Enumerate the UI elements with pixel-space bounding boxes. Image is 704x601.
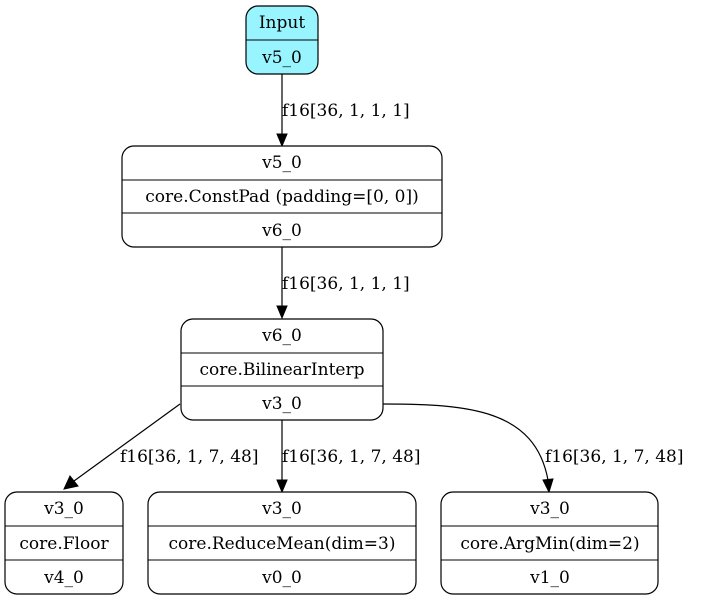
node-bilinear-output: v3_0 [261,394,302,414]
edge-bilinear-to-argmin: f16[36, 1, 7, 48] [382,403,684,494]
node-argmin-input: v3_0 [529,499,570,519]
node-bilinear: v6_0 core.BilinearInterp v3_0 [180,318,384,421]
node-reducemean: v3_0 core.ReduceMean(dim=3) v0_0 [147,491,417,595]
edge-label-input-constpad: f16[36, 1, 1, 1] [282,101,410,121]
edge-bilinear-to-reducemean: f16[36, 1, 7, 48] [276,420,421,494]
edge-constpad-to-bilinear: f16[36, 1, 1, 1] [276,247,410,320]
node-constpad-input: v5_0 [261,153,302,173]
node-floor: v3_0 core.Floor v4_0 [4,491,124,595]
node-input-title: Input [259,13,305,33]
node-argmin: v3_0 core.ArgMin(dim=2) v1_0 [440,491,659,595]
node-argmin-op: core.ArgMin(dim=2) [460,534,639,554]
node-floor-op: core.Floor [19,534,109,554]
node-floor-output: v4_0 [43,568,84,588]
node-bilinear-input: v6_0 [261,326,302,346]
node-reducemean-input: v3_0 [261,499,302,519]
edge-label-constpad-bilinear: f16[36, 1, 1, 1] [282,274,410,294]
node-reducemean-op: core.ReduceMean(dim=3) [169,534,396,554]
node-constpad-output: v6_0 [261,221,302,241]
node-constpad-op: core.ConstPad (padding=[0, 0]) [145,187,418,207]
edge-label-bilinear-argmin: f16[36, 1, 7, 48] [545,447,684,467]
node-bilinear-op: core.BilinearInterp [200,360,365,380]
node-constpad: v5_0 core.ConstPad (padding=[0, 0]) v6_0 [121,145,443,248]
node-floor-input: v3_0 [43,499,84,519]
node-reducemean-output: v0_0 [261,568,302,588]
edge-label-bilinear-floor: f16[36, 1, 7, 48] [120,447,259,467]
node-input: Input v5_0 [245,5,319,75]
edge-input-to-constpad: f16[36, 1, 1, 1] [276,74,410,148]
node-argmin-output: v1_0 [529,568,570,588]
node-input-output: v5_0 [261,48,302,68]
edge-label-bilinear-reducemean: f16[36, 1, 7, 48] [282,447,421,467]
edge-bilinear-to-floor: f16[36, 1, 7, 48] [63,403,259,490]
